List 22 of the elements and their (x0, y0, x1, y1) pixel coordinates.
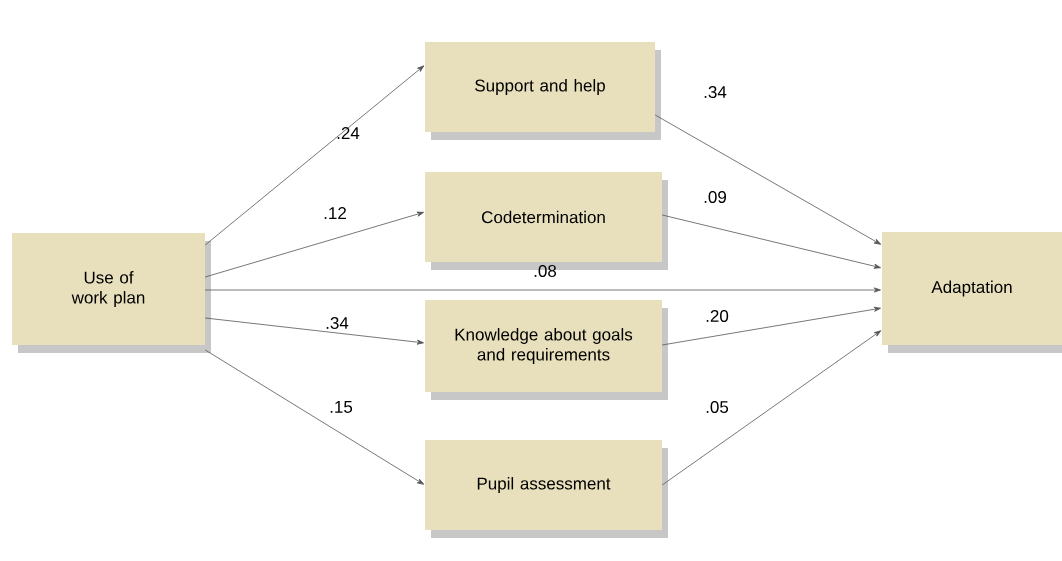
arrow (661, 306, 881, 346)
arrow (204, 65, 425, 246)
arrow (661, 214, 881, 269)
edge-label: .09 (704, 190, 727, 203)
edge-label: .34 (704, 86, 727, 98)
arrow (654, 114, 882, 245)
arrow (661, 330, 882, 486)
edge-label: .34 (326, 316, 349, 329)
edge-label: .15 (330, 401, 353, 413)
arrow (204, 349, 425, 485)
process-box: Use of work plan (12, 233, 211, 353)
edge-label: .20 (706, 309, 729, 322)
process-box: Knowledge about goals and requirements (425, 300, 668, 400)
process-box: Support and help (425, 42, 661, 140)
edge-label: .12 (324, 207, 346, 219)
edge-label: .24 (337, 127, 360, 139)
arrow (204, 287, 881, 293)
arrow (204, 317, 424, 345)
edge-label: .05 (706, 400, 729, 413)
process-box: Pupil assessment (425, 440, 668, 538)
process-box: Adaptation (882, 232, 1062, 353)
arrow (204, 211, 424, 278)
